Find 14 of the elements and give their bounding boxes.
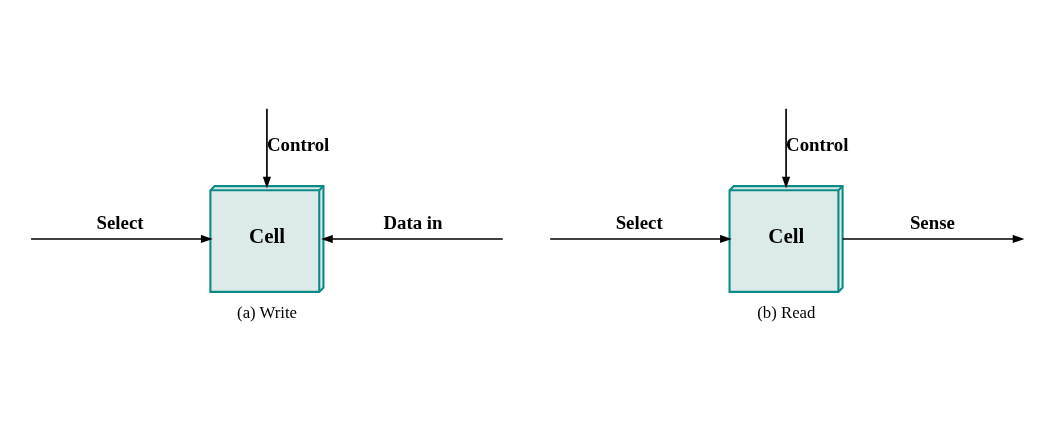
arrow xyxy=(262,107,272,188)
arrow xyxy=(321,234,504,243)
node-label: (a) Write xyxy=(237,302,297,322)
edge-label: Select xyxy=(96,211,144,233)
node-label: (b) Read xyxy=(757,302,816,322)
arrow xyxy=(549,234,732,243)
arrow xyxy=(781,107,791,188)
edge-label: Data in xyxy=(383,211,443,233)
arrow xyxy=(841,234,1025,243)
edge-label: Control xyxy=(786,133,849,155)
arrow xyxy=(30,234,213,243)
edge-label: Control xyxy=(266,133,330,155)
edge-label: Select xyxy=(615,211,663,233)
edge-label: Sense xyxy=(909,211,955,233)
